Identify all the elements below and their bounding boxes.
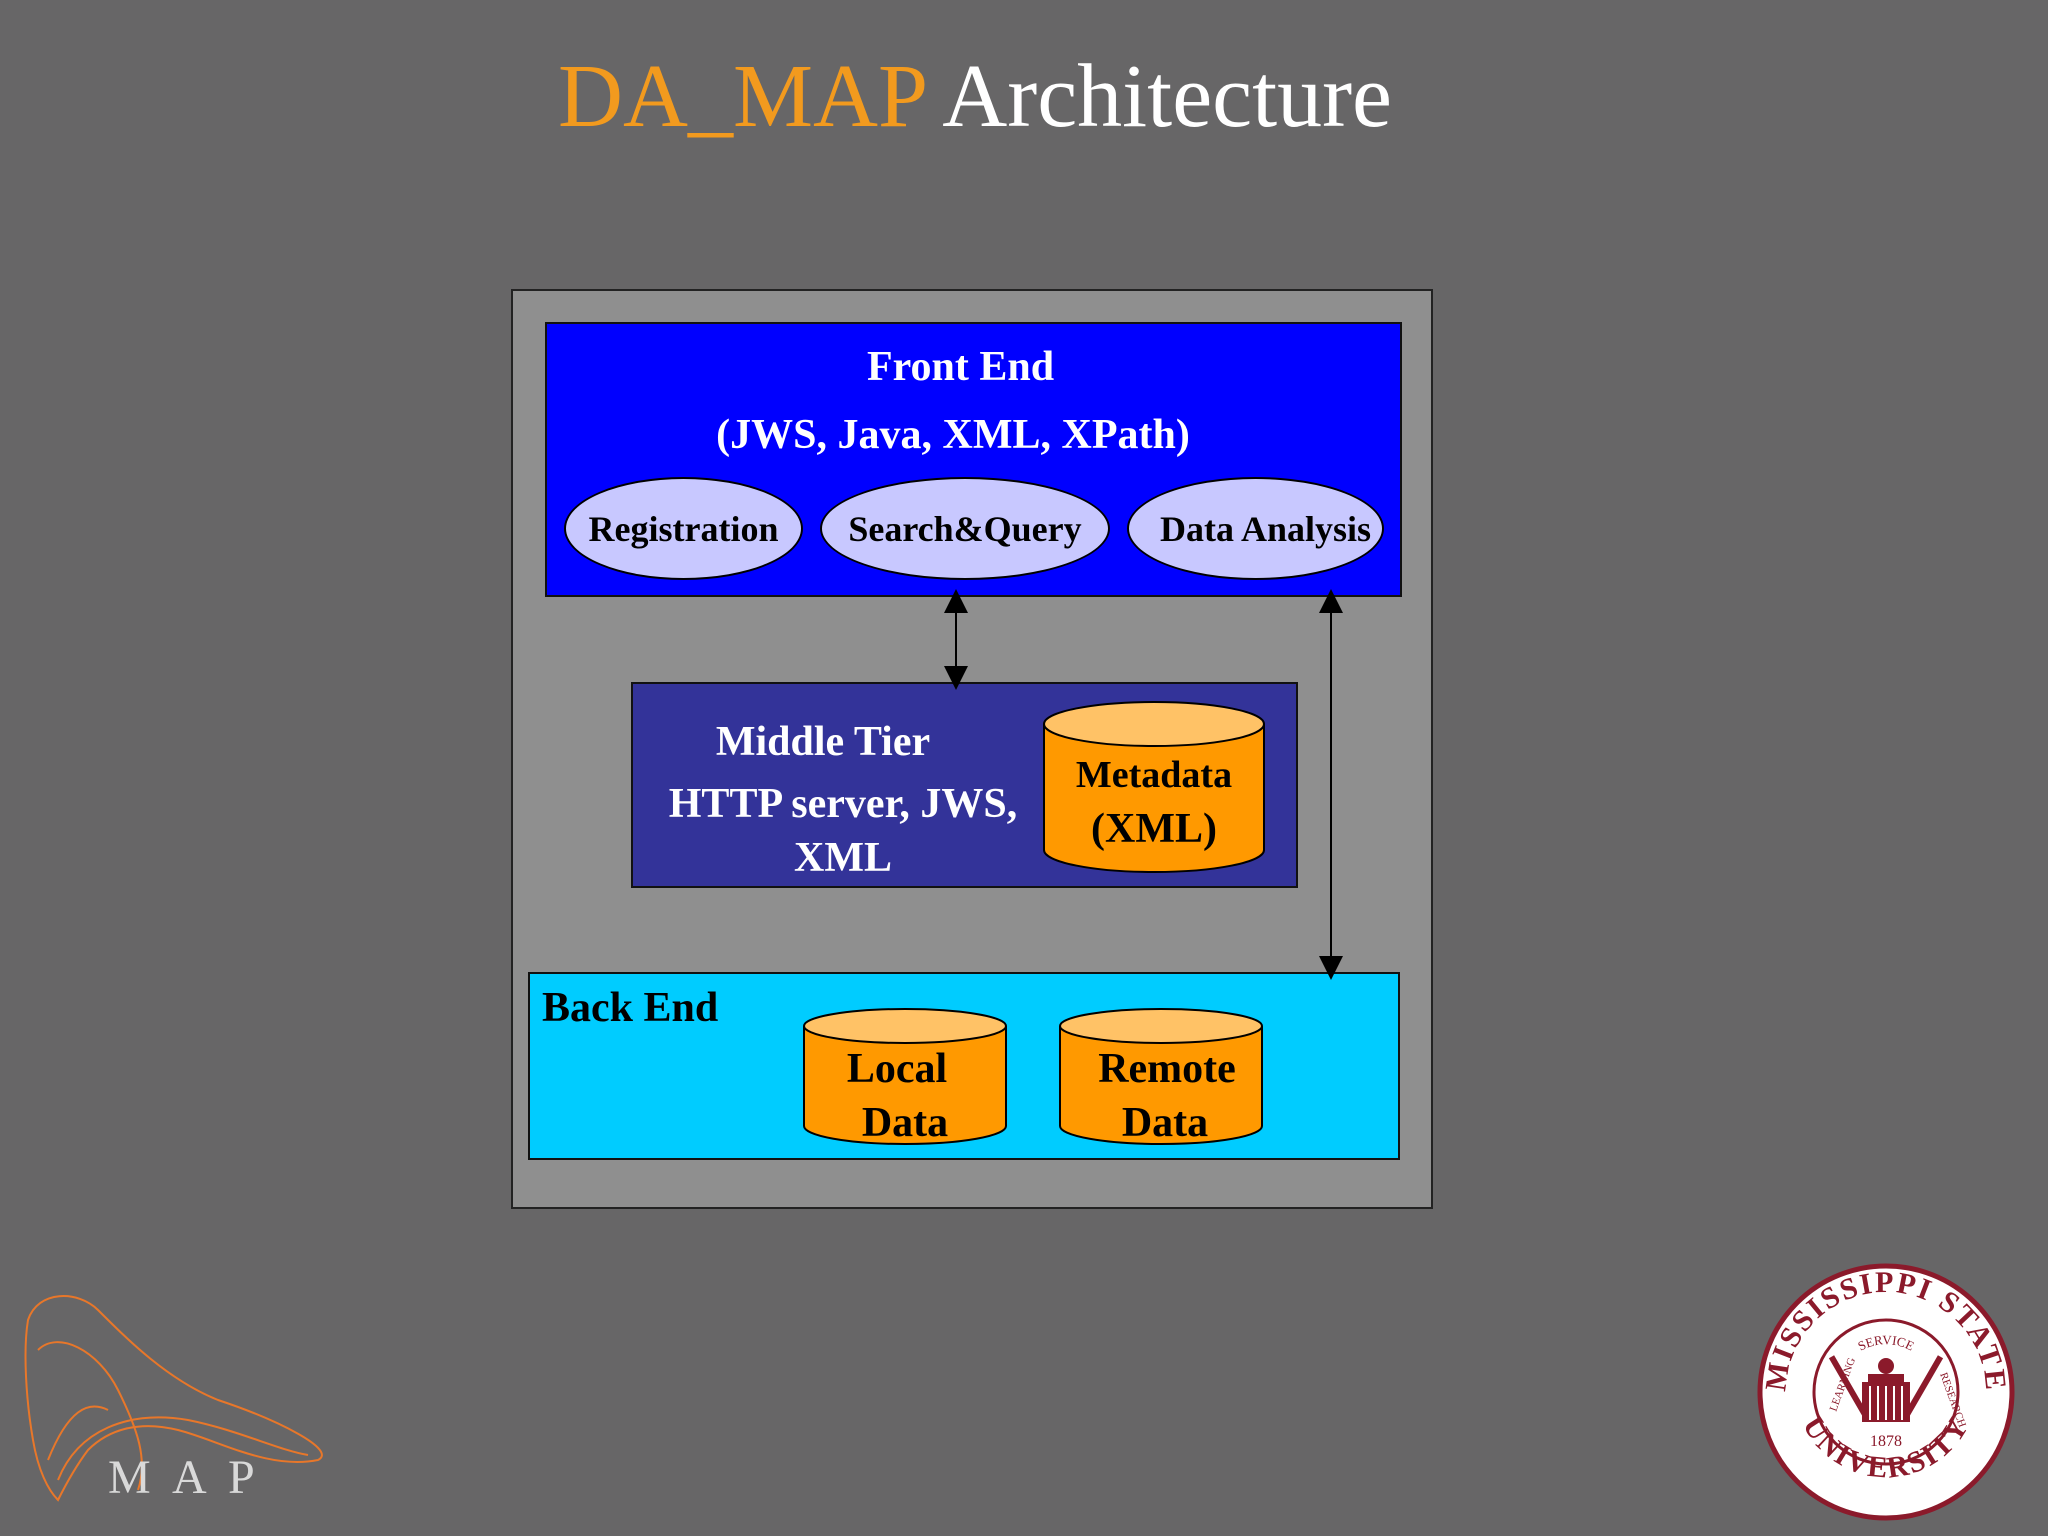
svg-text:SERVICE: SERVICE (1855, 1332, 1916, 1353)
remote-data-store: Remote Data (1058, 1006, 1264, 1148)
university-seal-icon: MISSISSIPPI STATE UNIVERSITY SERVICE LEA… (1757, 1263, 2015, 1521)
remote-data-label-2: Data (1121, 1100, 1209, 1146)
local-data-store: Local Data (802, 1006, 1008, 1148)
university-seal: MISSISSIPPI STATE UNIVERSITY SERVICE LEA… (1756, 1262, 2016, 1527)
remote-data-cylinder-icon (1059, 1008, 1263, 1145)
data-analysis-ellipse: Data Analysis (1127, 477, 1384, 580)
back-end-box: Back End Local Data Remote Data (528, 972, 1400, 1160)
middle-tier-line2: HTTP server, JWS, (668, 781, 1018, 827)
middle-tier-title: Middle Tier (715, 719, 931, 765)
seal-inner-top: SERVICE (1855, 1332, 1916, 1353)
slide-title: DA_MAP Architecture (0, 42, 1950, 152)
metadata-label-1: Metadata (1075, 754, 1233, 796)
front-end-box: Front End (JWS, Java, XML, XPath) Regist… (545, 322, 1402, 597)
map-logo-text: M A P (108, 1451, 261, 1504)
front-end-title: Front End (866, 344, 1055, 390)
map-logo: M A P (18, 1290, 338, 1515)
middle-tier-box: Middle Tier HTTP server, JWS, XML Metada… (631, 682, 1298, 888)
metadata-label-2: (XML) (1091, 806, 1217, 852)
middle-tier-line3: XML (794, 835, 892, 881)
metadata-cylinder-icon (1043, 701, 1265, 873)
search-query-ellipse: Search&Query (820, 477, 1110, 580)
map-logo-icon (24, 1295, 323, 1502)
local-data-label-2: Data (861, 1100, 949, 1146)
local-data-cylinder-icon (803, 1008, 1007, 1145)
front-end-subtitle: (JWS, Java, XML, XPath) (716, 412, 1190, 458)
seal-year: 1878 (1870, 1433, 1902, 1450)
title-rest: Architecture (942, 47, 1393, 146)
back-end-title: Back End (542, 985, 719, 1031)
remote-data-label-1: Remote (1098, 1046, 1236, 1092)
data-analysis-label: Data Analysis (1159, 508, 1372, 549)
search-query-label: Search&Query (848, 508, 1082, 549)
registration-ellipse: Registration (564, 477, 803, 580)
title-accent: DA_MAP (557, 47, 925, 146)
registration-label: Registration (588, 508, 779, 549)
local-data-label-1: Local (846, 1046, 948, 1092)
metadata-store: Metadata (XML) (1042, 700, 1266, 876)
